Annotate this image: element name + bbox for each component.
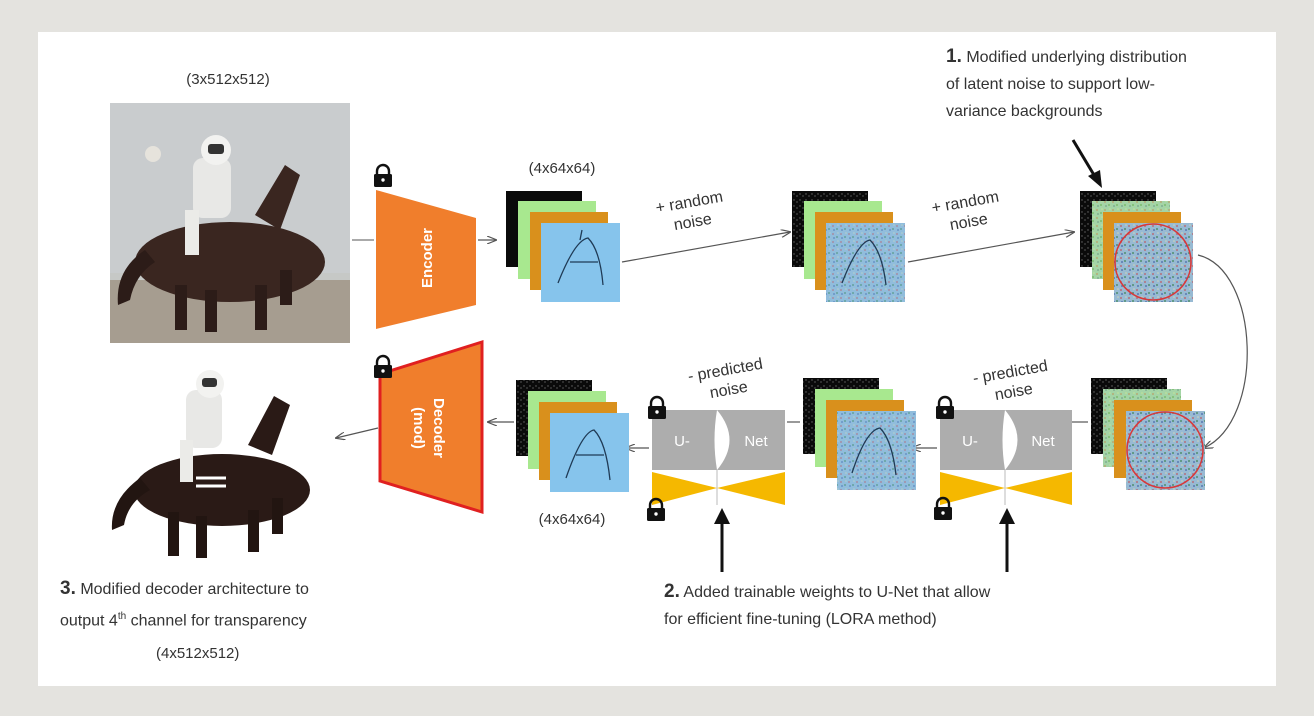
svg-text:noise: noise (948, 211, 989, 234)
output-image (111, 370, 310, 558)
svg-text:noise: noise (672, 211, 713, 234)
latent-stack-denoised-1 (803, 378, 916, 490)
latent-stack-noisy-3 (1091, 378, 1205, 490)
lock-icon (374, 354, 392, 378)
lora-weights-2-left (940, 472, 1005, 505)
note-3-line-1: Modified decoder architecture to (80, 581, 309, 598)
note-2-number: 2. (664, 581, 680, 602)
note-2: 2. Added trainable weights to U-Net that… (664, 578, 1104, 633)
add-noise-2-label: + random noise (930, 188, 1000, 234)
arrow-note-1 (1071, 139, 1099, 181)
decoder-label: Decoder (430, 398, 447, 458)
lock-icon (374, 163, 392, 187)
unet-block-2: U- Net (940, 410, 1072, 505)
svg-text:noise: noise (709, 379, 750, 402)
arrow-diffusion-loop (1197, 254, 1248, 448)
note-1-line-1: Modified underlying distribution (966, 49, 1187, 66)
input-image (110, 103, 350, 343)
lora-weights-2-right (1005, 472, 1072, 505)
svg-text:- predicted: - predicted (687, 356, 764, 386)
latent-stack-noisy-2 (1080, 191, 1193, 302)
output-shape-label: (4x512x512) (156, 645, 240, 662)
arrow-note-2b-head (999, 508, 1015, 524)
arrow-note-2a-head (714, 508, 730, 524)
svg-text:+ random: + random (930, 188, 1000, 217)
note-3: 3. Modified decoder architecture to outp… (60, 575, 400, 634)
note-3-line-2b: channel for transparency (126, 612, 307, 630)
encoder-label: Encoder (419, 228, 436, 288)
input-shape-label: (3x512x512) (186, 71, 269, 88)
unet-1-left-label: U- (674, 433, 690, 450)
arrow-add-noise-2 (907, 232, 1074, 263)
svg-text:- predicted: - predicted (972, 358, 1049, 388)
subtract-noise-1-label: - predicted noise (687, 356, 764, 402)
note-1-number: 1. (946, 46, 962, 67)
latent-stack-clean (506, 191, 620, 302)
unet-2-left-label: U- (962, 433, 978, 450)
note-1: 1. Modified underlying distribution of l… (946, 43, 1266, 125)
latent-shape-bottom-label: (4x64x64) (539, 511, 606, 528)
encoder-block: Encoder (376, 190, 476, 329)
subtract-noise-2-label: - predicted noise (972, 358, 1049, 404)
svg-text:+ random: + random (654, 188, 724, 217)
unet-2-right-label: Net (1031, 433, 1055, 450)
unet-1-right-label: Net (744, 433, 768, 450)
lock-icon (647, 497, 665, 521)
note-1-line-2: of latent noise to support low- (946, 76, 1156, 93)
note-3-line-2a: output 4 (60, 612, 118, 630)
lora-weights-1-right (717, 472, 785, 505)
lock-icon (934, 496, 952, 520)
arrow-decoder-to-output (336, 427, 379, 438)
decoder-mod-label: (mod) (410, 407, 427, 449)
latent-shape-top-label: (4x64x64) (529, 160, 596, 177)
note-2-line-1: Added trainable weights to U-Net that al… (683, 584, 991, 601)
note-1-line-3: variance backgrounds (946, 103, 1103, 120)
arrow-add-noise-1 (621, 232, 790, 263)
latent-stack-noisy-1 (792, 191, 905, 302)
unet-block-1: U- Net (652, 410, 785, 505)
note-3-superscript: th (117, 611, 127, 622)
lora-weights-1-left (652, 472, 717, 505)
arrow-note-1-head (1088, 170, 1102, 188)
svg-text:noise: noise (994, 381, 1035, 404)
note-2-line-2: for efficient fine-tuning (LORA method) (664, 611, 937, 628)
lock-icon (936, 395, 954, 419)
note-3-number: 3. (60, 578, 76, 599)
add-noise-1-label: + random noise (654, 188, 724, 234)
decoder-block: Decoder (mod) (378, 339, 484, 515)
lock-icon (648, 395, 666, 419)
latent-stack-denoised-2 (516, 380, 629, 492)
